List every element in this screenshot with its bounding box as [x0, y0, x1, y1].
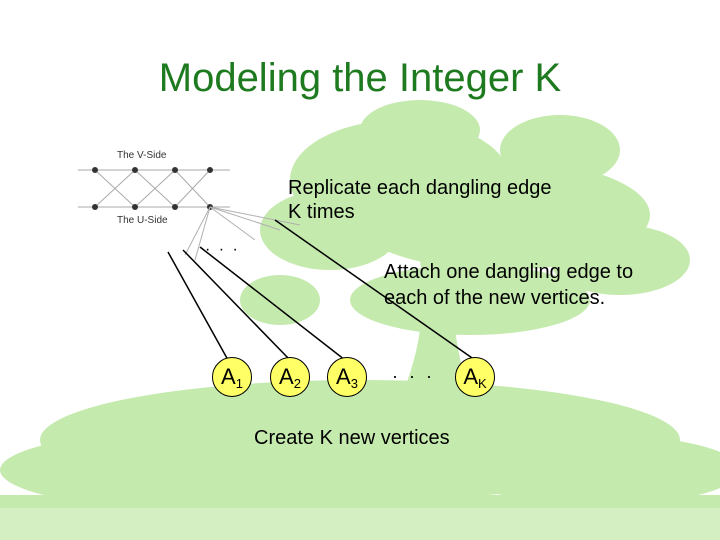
replicate-text-line2: K times: [288, 201, 355, 223]
node-a1: A1: [212, 357, 252, 397]
connecting-edges: [167, 219, 476, 361]
attach-text-line2: each of the new vertices.: [384, 287, 606, 309]
node-a3: A3: [327, 357, 367, 397]
dangling-edges: [184, 206, 301, 261]
node-ak: AK: [455, 357, 495, 397]
attach-text-line1: Attach one dangling edge to: [384, 261, 634, 283]
create-text: Create K new vertices: [254, 427, 450, 449]
page-title: Modeling the Integer K: [158, 56, 562, 100]
graph-ellipsis: · · ·: [205, 241, 240, 258]
node-a2: A2: [270, 357, 310, 397]
bipartite-graph: [78, 169, 230, 208]
u-side-label: The U-Side: [117, 215, 168, 226]
replicate-text-line1: Replicate each dangling edge: [288, 177, 552, 199]
nodes-ellipsis: · · ·: [392, 366, 435, 386]
v-side-label: The V-Side: [117, 150, 167, 161]
